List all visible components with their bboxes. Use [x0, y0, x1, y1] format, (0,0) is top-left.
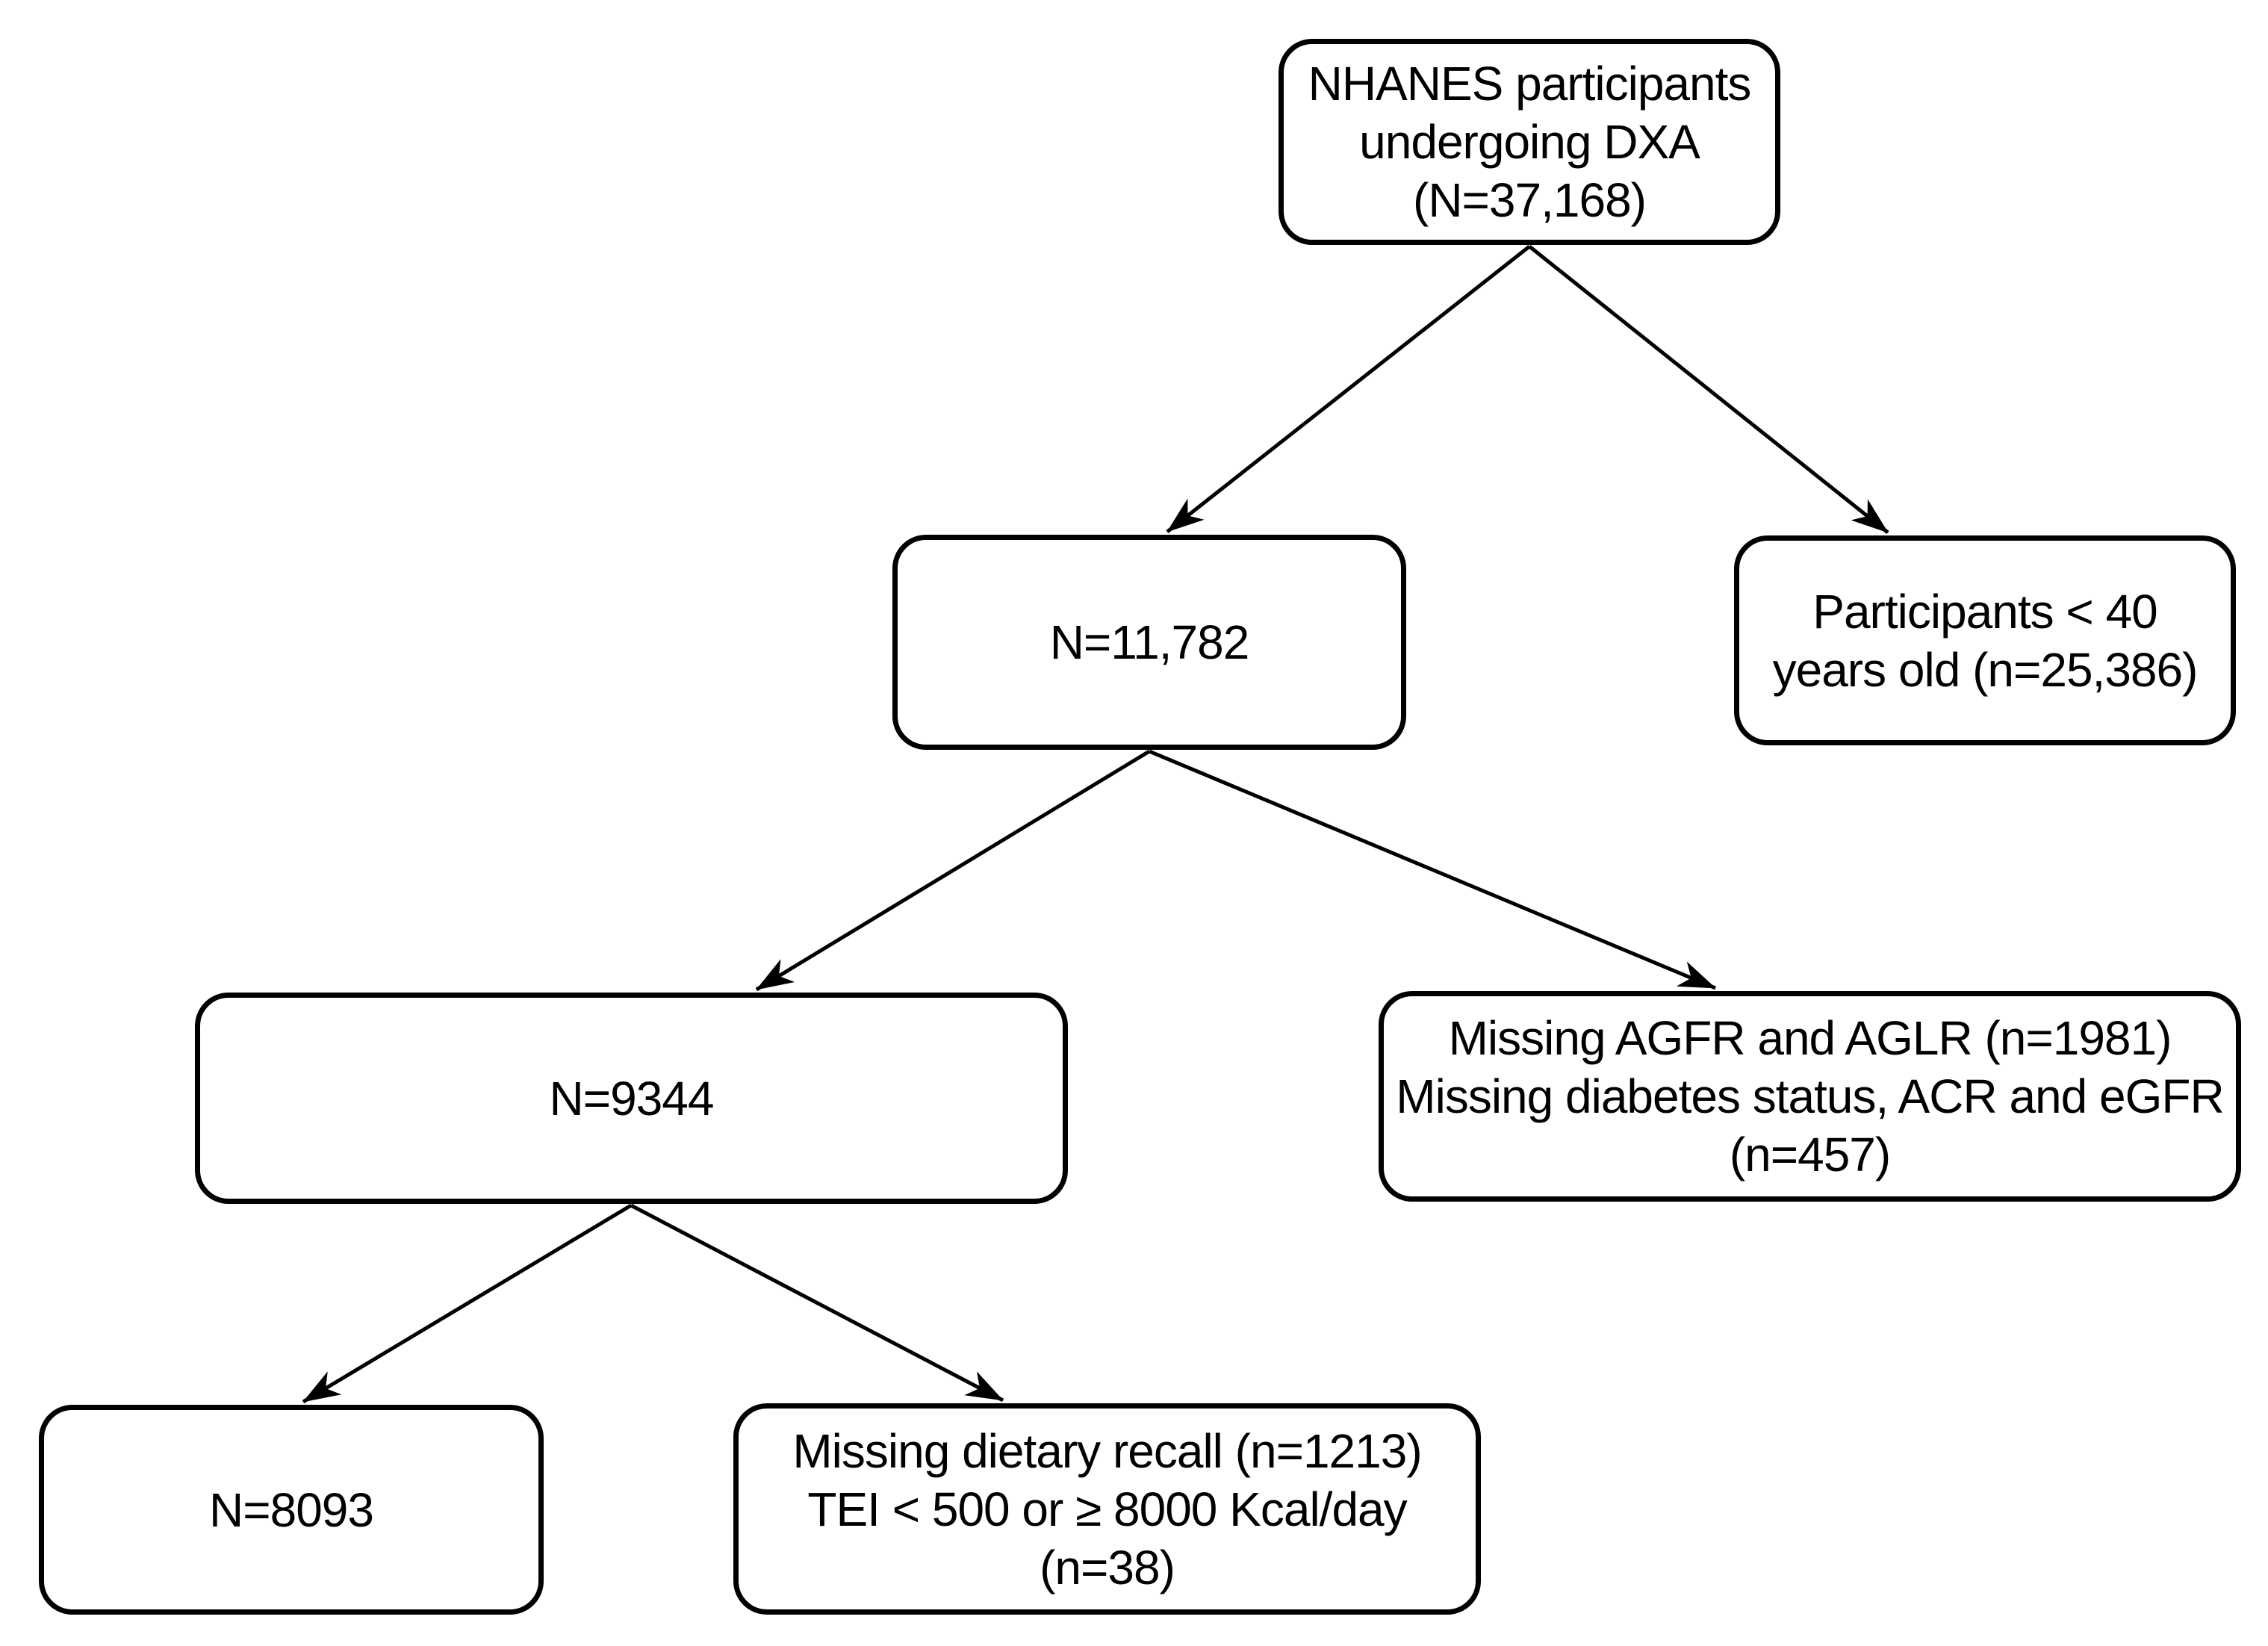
- flow-node-text: years old (n=25,386): [1772, 642, 2199, 697]
- flow-node-text: Missing dietary recall (n=1213): [792, 1423, 1422, 1478]
- arrow-level2-to-level3-excluded: [1149, 749, 1716, 990]
- flow-node-n-11782: N=11,782: [892, 535, 1406, 750]
- flow-node-text: Participants < 40: [1812, 584, 2157, 639]
- arrow-level3-to-level4-excluded: [630, 1203, 1004, 1403]
- arrow-level2-to-level3-keep: [755, 749, 1151, 992]
- flow-node-n-9344: N=9344: [195, 993, 1068, 1204]
- flow-node-excluded-under-40: Participants < 40 years old (n=25,386): [1734, 535, 2236, 745]
- flow-node-text: Missing AGFR and AGLR (n=1981): [1448, 1011, 2172, 1065]
- flow-node-text: TEI < 500 or ≥ 8000 Kcal/day: [807, 1482, 1407, 1536]
- flow-node-excluded-dietary: Missing dietary recall (n=1213) TEI < 50…: [733, 1403, 1481, 1615]
- flow-node-n-8093: N=8093: [39, 1405, 544, 1615]
- flow-node-text: N=8093: [209, 1482, 374, 1537]
- arrow-root-to-level2-excluded: [1528, 245, 1889, 534]
- flow-node-text: Missing diabetes status, ACR and eGFR: [1396, 1069, 2224, 1123]
- flow-node-nhanes-participants: NHANES participants undergoing DXA (N=37…: [1279, 39, 1780, 245]
- flow-node-text: undergoing DXA: [1359, 115, 1700, 169]
- arrow-level3-to-level4-keep: [302, 1203, 633, 1404]
- flow-node-text: (N=37,168): [1413, 173, 1647, 227]
- flow-node-excluded-missing-labs: Missing AGFR and AGLR (n=1981) Missing d…: [1379, 991, 2241, 1202]
- flow-node-text: (n=457): [1729, 1128, 1891, 1181]
- flow-node-text: N=9344: [549, 1071, 715, 1125]
- arrow-root-to-level2-keep: [1166, 245, 1531, 533]
- flow-node-text: N=11,782: [1049, 615, 1250, 669]
- flow-node-text: (n=38): [1040, 1540, 1175, 1594]
- flow-node-text: NHANES participants: [1308, 57, 1752, 111]
